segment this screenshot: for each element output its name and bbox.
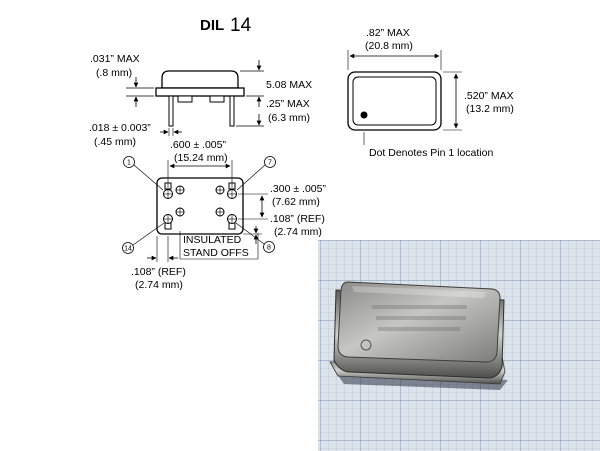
pin-label-8-circle [263, 241, 275, 253]
width-max: .520” MAX [464, 90, 514, 102]
side-standoff-right [209, 95, 225, 103]
lead-diameter-mm: (.45 mm) [94, 136, 136, 148]
pin-label-1-circle [123, 156, 135, 168]
bottom-view: 1 7 8 14 .600 ± .005” (15.24 mm) .300 ± … [122, 139, 326, 291]
side-view: .031” MAX (.8 mm) 5.08 MAX .25” MAX (6.3… [89, 53, 312, 148]
pin-spacing-x-mm: (15.24 mm) [174, 152, 228, 164]
pin-spacing-y: .300 ± .005” [270, 183, 326, 195]
side-standoff-left [177, 95, 193, 103]
ref-right-mm: (2.74 mm) [274, 226, 322, 238]
photo-can-top [337, 281, 501, 363]
pin1-note: Dot Denotes Pin 1 location [369, 147, 493, 159]
component-photo [318, 240, 600, 451]
ref-bottom: .108” (REF) [131, 266, 186, 278]
pin-8 [227, 214, 237, 224]
photo-pin1-dimple [360, 339, 372, 351]
length-max: .82” MAX [366, 27, 410, 39]
pin-label-14: 14 [124, 246, 132, 253]
pin-spacing-x: .600 ± .005” [170, 139, 226, 151]
pin-1 [163, 189, 173, 199]
top-outline-inner [352, 76, 437, 126]
title: DIL 14 [200, 15, 252, 36]
width-max-mm: (13.2 mm) [466, 103, 514, 115]
pin-label-8: 8 [267, 245, 271, 252]
length-max-mm: (20.8 mm) [365, 40, 413, 52]
pin-spacing-y-mm: (7.62 mm) [272, 196, 320, 208]
pin-inner-4 [215, 207, 225, 217]
top-outline-outer [347, 71, 442, 131]
photo-marking [372, 305, 467, 331]
lead-diameter: .018 ± 0.003” [89, 122, 151, 134]
pin-inner-2 [175, 207, 185, 217]
pin-7 [227, 189, 237, 199]
pin-14 [163, 214, 173, 224]
body-height-max: 5.08 MAX [266, 79, 312, 91]
side-can-body [161, 70, 239, 89]
top-view: .82” MAX (20.8 mm) .520” MAX (13.2 mm) D… [347, 27, 514, 159]
pin1-dot [360, 111, 368, 119]
standoffs-note-line1: INSULATED [183, 234, 242, 246]
pin-label-1: 1 [127, 160, 131, 167]
side-lead-2 [229, 95, 235, 127]
ref-right: .108” (REF) [270, 213, 325, 225]
pin-label-14-circle [122, 242, 134, 254]
side-base-plate [155, 87, 245, 97]
pin-inner-3 [215, 185, 225, 195]
title-number: 14 [230, 15, 252, 36]
lead-height-max-mm: (.8 mm) [96, 67, 132, 79]
lead-length-max-mm: (6.3 mm) [268, 112, 310, 124]
side-lead-1 [168, 95, 174, 127]
bottom-outline [156, 177, 244, 235]
pin-label-7: 7 [268, 160, 272, 167]
lead-height-max: .031” MAX [90, 53, 140, 65]
lead-length-max: .25” MAX [266, 98, 310, 110]
photo-highlight [352, 286, 486, 298]
ref-bottom-mm: (2.74 mm) [135, 279, 183, 291]
title-prefix: DIL [200, 17, 224, 34]
pin-label-7-circle [264, 156, 276, 168]
pin-inner-1 [175, 185, 185, 195]
standoffs-note-line2: STAND OFFS [183, 247, 249, 259]
